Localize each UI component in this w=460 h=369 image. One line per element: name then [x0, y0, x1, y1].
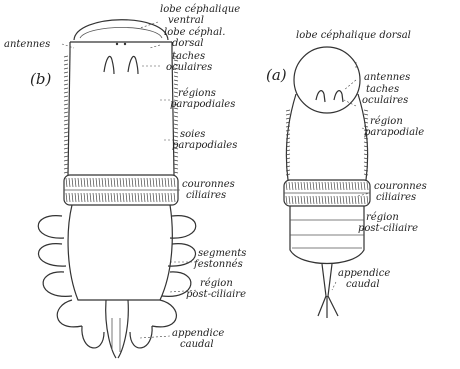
label-a-appendice-1: appendice [338, 268, 390, 279]
label-b-appendice-1: appendice [172, 328, 224, 339]
label-b-lobe-ventral-1: lobe céphalique [160, 4, 240, 15]
label-b-taches-2: oculaires [166, 62, 212, 73]
label-a-region-post-1: région [366, 212, 399, 223]
label-b-lobe-ventral-2: ventral [168, 15, 204, 26]
label-b-segments-1: segments [198, 248, 246, 259]
label-a-region-1: région [370, 116, 403, 127]
label-b-segments-2: festonnés [193, 259, 243, 270]
label-b-region-post-1: région [200, 278, 233, 289]
label-a-couronnes-2: ciliaires [376, 192, 416, 203]
label-a-region-post-2: post-ciliaire [358, 223, 418, 234]
label-b-region-post-2: post-ciliaire [186, 289, 246, 300]
label-a-appendice-2: caudal [346, 279, 380, 290]
label-a-antennes: antennes [364, 72, 410, 83]
label-b-appendice-2: caudal [180, 339, 214, 350]
label-b-regions-2: parapodiales [170, 99, 235, 110]
label-a-lobe-dorsal: lobe céphalique dorsal [296, 30, 411, 41]
cilia-hatching-b [64, 56, 178, 202]
label-a-taches-1: taches [366, 84, 399, 95]
label-b-antennes: antennes [4, 39, 50, 50]
label-b-couronnes-1: couronnes [182, 179, 235, 190]
label-b-lobe-dorsal-1: lobe céphal. [164, 27, 225, 38]
panel-label-b: (b) [30, 70, 51, 88]
label-b-lobe-dorsal-2: dorsal [172, 38, 204, 49]
cilia-hatching-a [286, 110, 368, 204]
label-b-soies-2: parapodiales [172, 140, 237, 151]
label-a-couronnes-1: couronnes [374, 181, 427, 192]
label-b-couronnes-2: ciliaires [186, 190, 226, 201]
label-b-taches-1: taches [172, 51, 205, 62]
panel-label-a: (a) [266, 66, 287, 84]
label-b-soies-1: soies [180, 129, 205, 140]
label-a-region-2: parapodiale [364, 127, 424, 138]
label-b-regions-1: régions [178, 88, 216, 99]
labels-b: antennes lobe céphalique ventral lobe cé… [4, 4, 246, 350]
label-a-taches-2: oculaires [362, 95, 408, 106]
labels-a: lobe céphalique dorsal antennes taches o… [296, 30, 427, 290]
